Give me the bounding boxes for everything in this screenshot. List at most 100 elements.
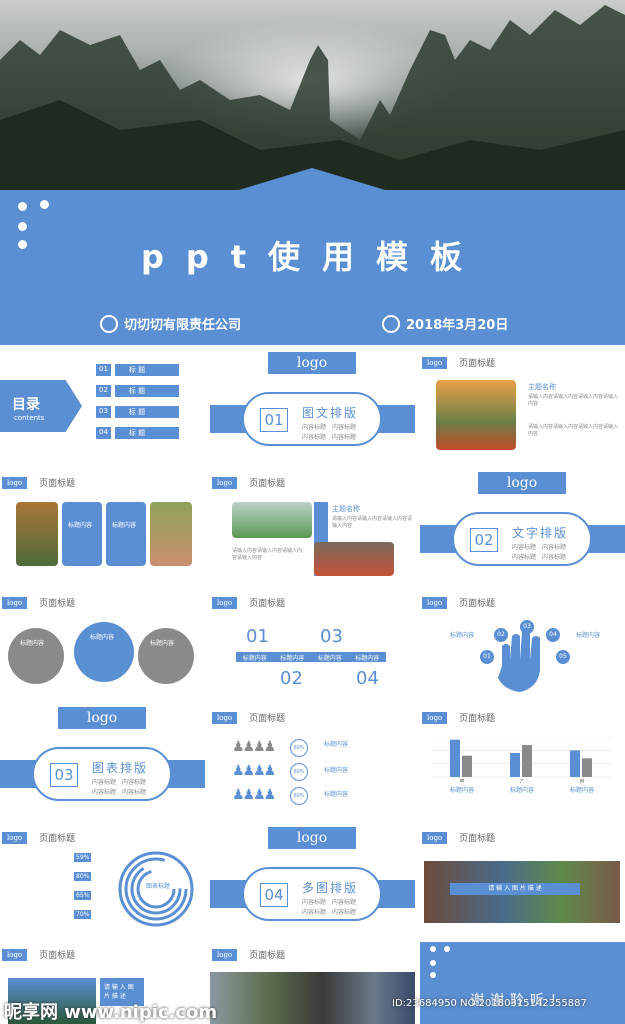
tab-label: 标题内容 <box>355 654 380 662</box>
slide-header: logo 页面标题 <box>212 948 285 961</box>
slide-section-04[interactable]: logo 04 多图排版 内容标题内容标题 内容标题内容标题 <box>210 825 415 935</box>
logo-tag: logo <box>422 831 448 844</box>
company-info: 切切切有限责任公司 <box>100 314 241 333</box>
bar <box>570 750 580 777</box>
toc-label: 标 题 <box>114 406 179 418</box>
bar <box>462 755 472 777</box>
people-icons-row: ♟♟♟♟ <box>232 787 276 803</box>
slide-ring-chart[interactable]: logo 页面标题 59% 80% 65% 70% 图表标题 <box>0 825 205 935</box>
percent-badge: 60% <box>290 787 308 805</box>
logo-tag: logo <box>422 356 448 369</box>
logo-tag: logo <box>212 596 238 609</box>
section-bullets: 内容标题内容标题 <box>512 552 566 561</box>
people-icons-row: ♟♟♟♟ <box>232 739 276 755</box>
logo-banner: logo <box>58 707 146 729</box>
page-title: 页面标题 <box>39 951 76 961</box>
section-pill <box>242 867 382 921</box>
slide-section-01[interactable]: logo 01 图文排版 内容标题内容标题 内容标题内容标题 <box>210 350 415 460</box>
bar <box>450 739 460 777</box>
logo-tag: logo <box>2 948 28 961</box>
logo-tag: logo <box>212 711 238 724</box>
section-number: 02 <box>470 528 498 552</box>
section-title: 图文排版 <box>302 406 359 420</box>
slide-number-grid[interactable]: logo 页面标题 01 03 标题内容 标题内容 标题内容 标题内容 02 0… <box>210 590 415 700</box>
hand-number: 01 <box>480 650 494 664</box>
slide-bar-chart[interactable]: logo 页面标题 甲乙丙 标题内容 标题内容 标题内容 <box>420 705 625 815</box>
card-label: 标题内容 <box>68 522 93 529</box>
page-title: 页面标题 <box>249 599 286 609</box>
page-title: 页面标题 <box>249 714 286 724</box>
stat-label: 标题内容 <box>324 741 349 748</box>
circle-blue <box>74 622 134 682</box>
slide-ending[interactable]: 谢谢聆听！ <box>420 942 625 1024</box>
photo-caption: 请 输 入 图 片 描 述 <box>450 883 580 895</box>
ending-title: 谢谢聆听！ <box>470 993 570 1009</box>
body-text: 请输入内容请输入内容请输入内容请输入内容 <box>528 394 619 407</box>
bar-label: 标题内容 <box>510 787 535 794</box>
section-pill <box>32 747 172 801</box>
tab-label: 标题内容 <box>242 654 267 662</box>
section-number: 01 <box>260 408 288 432</box>
slide-header: logo 页面标题 <box>212 476 285 489</box>
stat-label: 标题内容 <box>324 791 349 798</box>
tab-strip: 标题内容 标题内容 标题内容 标题内容 <box>236 652 386 662</box>
photo-crowd <box>314 542 394 576</box>
bullet: 内容标题 <box>332 424 357 431</box>
x-tick-label: 甲 <box>459 779 464 783</box>
slide-bottom-middle[interactable]: logo 页面标题 <box>210 942 415 1024</box>
hand-number: 05 <box>556 650 570 664</box>
slide-tea-field[interactable]: logo 页面标题 主题名称 请输入内容请输入内容请输入内容请输入内容 请输入内… <box>210 470 415 580</box>
ring-percent-list: 59% 80% 65% 70% <box>74 853 92 919</box>
ring-percent: 59% <box>74 853 92 862</box>
slide-bottom-left[interactable]: logo 页面标题 请 输 入 图 片 描 述 <box>0 942 205 1024</box>
slide-photo-text[interactable]: logo 页面标题 主题名称 请输入内容请输入内容请输入内容请输入内容 请输入内… <box>420 350 625 460</box>
bullet: 内容标题 <box>332 899 357 906</box>
slide-two-cards[interactable]: logo 页面标题 标题内容 标题内容 <box>0 470 205 580</box>
card-blue <box>106 502 146 566</box>
section-number: 04 <box>260 883 288 907</box>
slide-people-stats[interactable]: logo 页面标题 ♟♟♟♟ ♟♟♟♟ ♟♟♟♟ 60% 60% 60% 标题内… <box>210 705 415 815</box>
section-bullets: 内容标题内容标题 <box>302 422 356 431</box>
caption-box <box>100 978 144 1006</box>
bullet: 内容标题 <box>302 424 327 431</box>
hand-number: 04 <box>546 628 560 642</box>
slide-section-02[interactable]: logo 02 文字排版 内容标题内容标题 内容标题内容标题 <box>420 470 625 580</box>
theme-name: 主题名称 <box>528 383 556 391</box>
slide-header: logo 页面标题 <box>2 948 75 961</box>
x-tick-label: 乙 <box>519 778 524 783</box>
logo-banner: logo <box>478 472 566 494</box>
bullet: 内容标题 <box>332 434 357 441</box>
slide-header: logo 页面标题 <box>422 596 495 609</box>
bar-labels: 标题内容 标题内容 标题内容 <box>450 785 594 794</box>
card-label: 标题内容 <box>112 522 137 529</box>
toc-item: 04 标 题 <box>96 427 179 439</box>
percent-badge: 60% <box>290 763 308 781</box>
section-bullets: 内容标题内容标题 <box>302 907 356 916</box>
toc-item: 01 标 题 <box>96 364 179 376</box>
page-title: 页面标题 <box>459 834 496 844</box>
toc-arrow <box>0 380 82 432</box>
grid-number: 02 <box>280 668 303 689</box>
user-add-icon <box>100 314 118 333</box>
watermark-left: 昵享网 www.nipic.com <box>4 1002 218 1023</box>
slide-section-03[interactable]: logo 03 图表排版 内容标题内容标题 内容标题内容标题 <box>0 705 205 815</box>
toc-label: 标 题 <box>114 427 179 439</box>
toc-num: 03 <box>96 406 111 418</box>
slide-toc[interactable]: 目录 contents 01 标 题 02 标 题 03 标 题 04 标 题 <box>0 350 205 460</box>
section-bullets: 内容标题内容标题 <box>92 777 146 786</box>
slide-photo-band[interactable]: logo 页面标题 请 输 入 图 片 描 述 <box>420 825 625 935</box>
toc-num: 01 <box>96 364 111 376</box>
caption-text: 请 输 入 图 片 描 述 <box>104 984 134 1000</box>
photo-left <box>16 502 58 566</box>
page-title: 页面标题 <box>249 951 286 961</box>
hand-number: 03 <box>520 620 534 634</box>
slide-hand[interactable]: logo 页面标题 01 02 03 04 05 标题内容 标题内容 <box>420 590 625 700</box>
logo-tag: logo <box>2 831 28 844</box>
bar-label: 标题内容 <box>570 787 595 794</box>
slide-circles[interactable]: logo 页面标题 标题内容 标题内容 标题内容 <box>0 590 205 700</box>
tab-label: 标题内容 <box>317 654 342 662</box>
people-icons-row: ♟♟♟♟ <box>232 763 276 779</box>
bullet: 内容标题 <box>122 789 147 796</box>
company-name: 切切切有限责任公司 <box>124 318 242 333</box>
bullet: 内容标题 <box>512 554 537 561</box>
